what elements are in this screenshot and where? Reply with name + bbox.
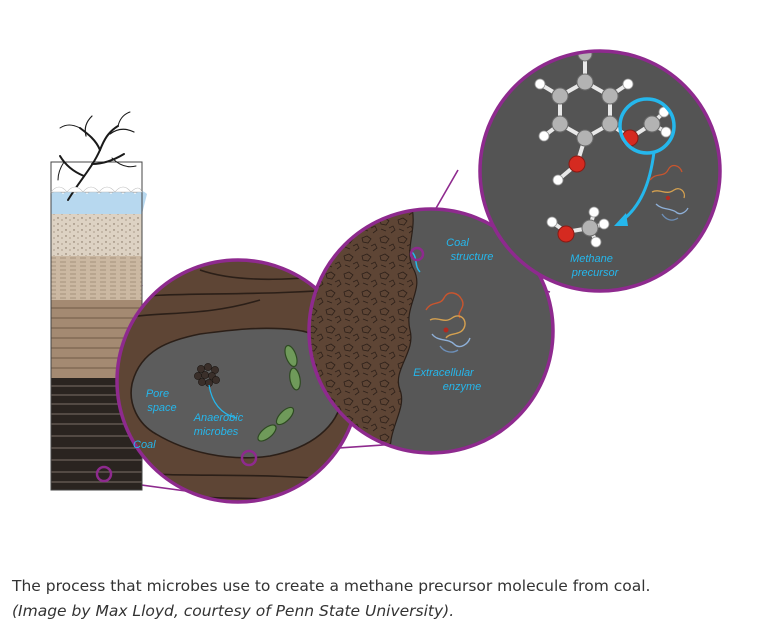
coal-methane-diagram: Coal structure Methane precursor Extrace…	[50, 49, 722, 504]
coal-sample-marker	[95, 465, 113, 483]
structure-zoom-marker	[409, 246, 425, 262]
label-anaerobic-microbes: Anaerobic microbes	[193, 412, 247, 438]
diagram-labels: Coal structure Methane precursor Extrace…	[133, 237, 620, 451]
enzyme-icon	[425, 292, 471, 353]
methane-precursor-molecule-icon	[546, 206, 610, 248]
microbe-cluster-icon	[194, 363, 220, 387]
methyl-highlight-circle	[618, 97, 676, 155]
caption-text: The process that microbes use to create …	[12, 577, 651, 595]
label-coal-structure: Coal structure	[446, 237, 493, 263]
snow-cover	[50, 186, 143, 193]
enzyme-small-icon	[649, 164, 689, 221]
rod-microbe-icons	[257, 344, 301, 442]
label-coal: Coal	[133, 439, 156, 451]
label-methane-precursor: Methane precursor	[570, 253, 620, 279]
pore-zoom-marker	[240, 449, 258, 467]
figure-caption: The process that microbes use to create …	[12, 574, 752, 624]
label-pore-space: Pore space	[146, 388, 177, 414]
molecule-magnifier	[478, 49, 722, 293]
caption-credit: (Image by Max Lloyd, courtesy of Penn St…	[12, 602, 455, 620]
label-extracellular-enzyme: Extracellular enzyme	[413, 367, 481, 393]
tree-icon	[57, 111, 137, 201]
